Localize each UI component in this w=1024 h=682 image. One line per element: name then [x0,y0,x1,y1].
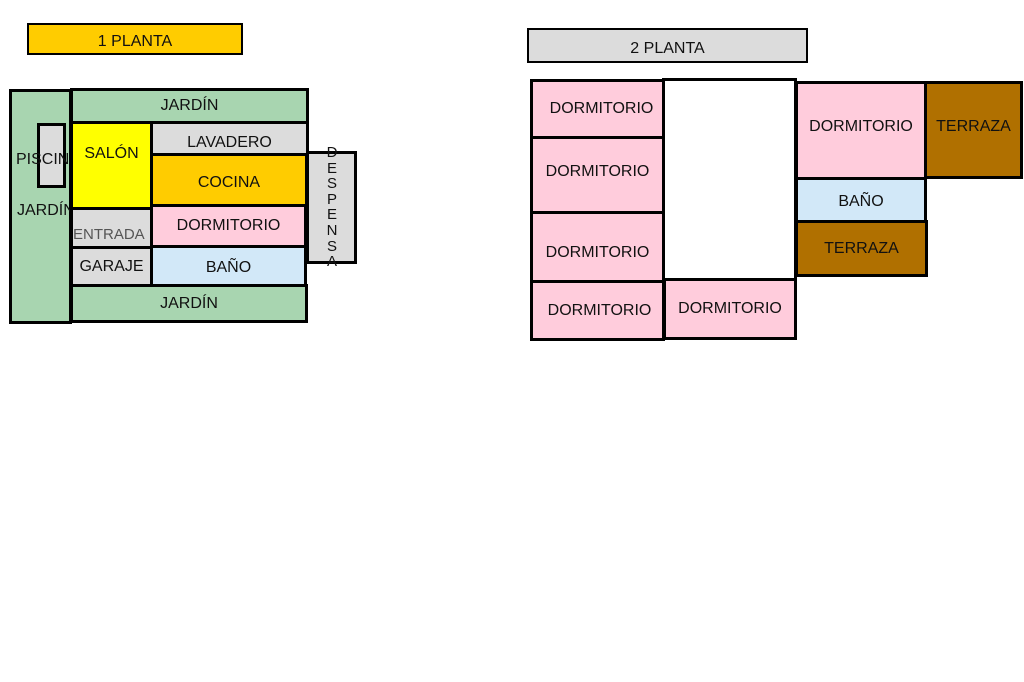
despensa-letter: E [326,159,337,177]
label-dorm5: DORMITORIO [678,300,782,317]
label-dormitorio: DORMITORIO [176,217,281,234]
label-piscina: PISCIN [16,151,70,168]
despensa-letter: A [326,253,337,271]
label-terraza2: TERRAZA [824,239,899,257]
room-jardin-top: JARDÍN [70,88,309,124]
despensa-letter: P [326,190,337,208]
room-bano: BAÑO [150,245,307,287]
room-garaje: GARAJE [70,246,153,287]
room-jardin-bottom: JARDÍN [70,284,308,323]
label-dorm3: DORMITORIO [545,244,650,261]
label-terraza1: TERRAZA [936,118,1011,135]
room-dorm1: DORMITORIO [530,79,665,139]
label-despensa: D E S P E N S A [322,145,342,270]
label-lavadero: LAVADERO [187,133,272,151]
room-salon: SALÓN [70,121,153,210]
room-dormitorio: DORMITORIO [150,204,307,248]
room-dorm3: DORMITORIO [530,211,665,283]
label-jardin-bottom: JARDÍN [160,294,218,312]
label-cocina: COCINA [197,174,261,191]
label-garaje: GARAJE [79,257,144,275]
despensa-letter: S [326,175,337,193]
label-bano: BAÑO [205,259,252,276]
despensa-letter: E [326,206,337,224]
room-dorm5: DORMITORIO [663,278,797,340]
despensa-letter: S [326,237,337,255]
floor1-title-text: 1 PLANTA [97,33,173,50]
room-terraza2: TERRAZA [795,220,928,277]
room-terraza1: TERRAZA [924,81,1023,179]
label-entrada: ENTRADA [73,226,145,243]
open-space [662,78,797,281]
label-dorm6: DORMITORIO [809,117,913,135]
label-dorm4: DORMITORIO [547,301,652,319]
floor2-title-text: 2 PLANTA [630,39,705,57]
label-jardin-left: JARDÍN [17,202,75,219]
room-lavadero: LAVADERO [150,121,309,156]
despensa-letter: D [326,144,338,161]
label-dorm2: DORMITORIO [545,163,650,180]
label-bano2: BAÑO [838,193,884,210]
label-salon: SALÓN [84,144,139,162]
room-bano2: BAÑO [795,177,927,223]
floor1-title: 1 PLANTA [27,23,243,55]
label-dorm1: DORMITORIO [549,100,654,117]
room-entrada: ENTRADA [70,207,153,250]
despensa-letter: N [326,221,338,239]
label-jardin-top: JARDÍN [160,97,219,114]
room-dorm2: DORMITORIO [530,136,665,214]
room-piscina [37,123,66,188]
room-dorm6: DORMITORIO [795,81,927,180]
room-despensa [306,151,357,264]
floor2-title: 2 PLANTA [527,28,808,63]
room-cocina: COCINA [150,153,308,207]
room-dorm4: DORMITORIO [530,280,665,341]
